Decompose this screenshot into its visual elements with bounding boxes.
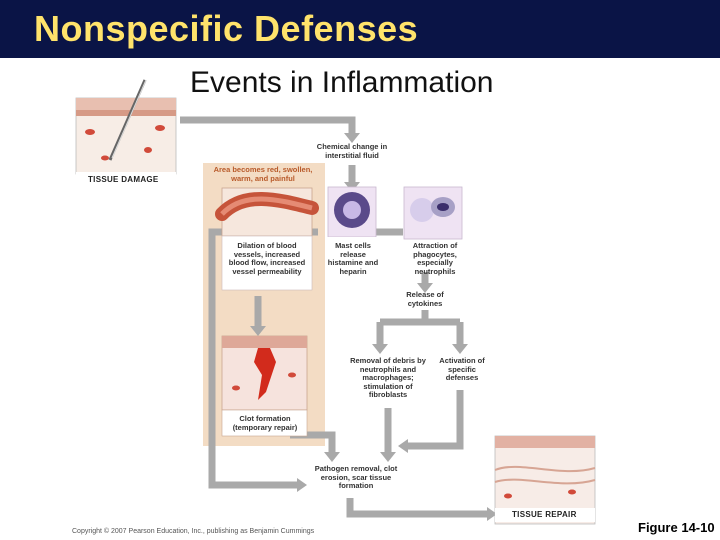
blood-vessel-illustration [215, 187, 319, 237]
area-becomes-label: Area becomes red, swollen, warm, and pai… [213, 165, 313, 183]
tissue-damage-label: TISSUE DAMAGE [88, 175, 159, 184]
cytokines-label: Release of cytokines [406, 290, 444, 308]
mast-cells-label: Mast cells release histamine and heparin [327, 241, 379, 276]
dilation-box [221, 235, 313, 291]
tissue-repair-label: TISSUE REPAIR [512, 510, 577, 519]
mast-box [326, 237, 380, 281]
mast-cell-illustration [327, 186, 377, 238]
tissue-damage-illustration [75, 79, 177, 186]
title-bar: Nonspecific Defenses [0, 0, 720, 58]
slide-title: Nonspecific Defenses [34, 8, 419, 49]
flow-arrows [180, 116, 490, 518]
slide-subtitle: Events in Inflammation [190, 66, 494, 99]
removal-debris-label: Removal of debris by neutrophils and mac… [350, 356, 426, 400]
phagocyte-illustration [403, 186, 463, 240]
copyright-notice: Copyright © 2007 Pearson Education, Inc.… [72, 528, 315, 535]
clot-illustration [221, 335, 308, 437]
attraction-label: Attraction of phagocytes, especially neu… [412, 241, 458, 276]
pathogen-removal-label: Pathogen removal, clot erosion, scar tis… [314, 464, 398, 491]
chemical-change-label: Chemical change in interstitial fluid [316, 142, 388, 160]
figure-reference: Figure 14-10 [638, 520, 715, 535]
dilation-label: Dilation of blood vessels, increased blo… [228, 241, 306, 276]
clot-formation-label: Clot formation (temporary repair) [232, 414, 298, 432]
activation-label: Activation of specific defenses [439, 356, 485, 383]
tissue-repair-illustration [494, 435, 596, 525]
